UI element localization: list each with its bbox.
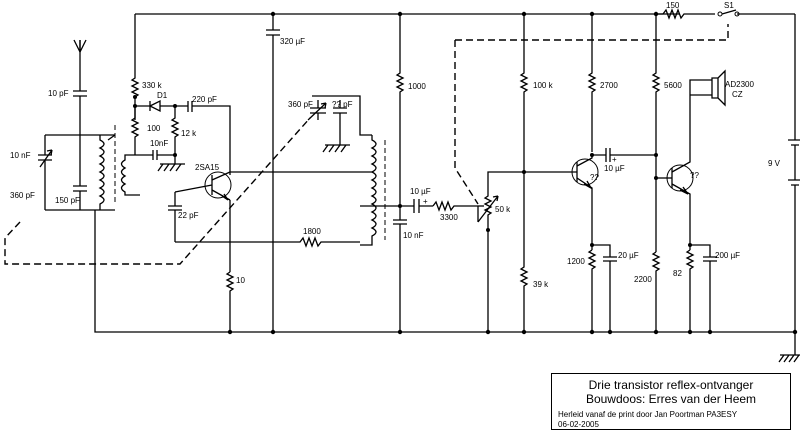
wire-pot-to-q2 <box>487 171 577 185</box>
title-line-2: Bouwdoos: Erres van der Heem <box>585 392 757 406</box>
switch-s1 <box>717 9 795 17</box>
label-r-3300: 3300 <box>440 213 458 222</box>
credit-line: Herleid vanaf de print door Jan Poortman… <box>558 410 738 419</box>
label-spk-l1: AD2300 <box>725 80 754 89</box>
label-c-320: 320 µF <box>280 37 305 46</box>
label-q3: ?? <box>690 171 699 180</box>
resistor-150 <box>656 8 715 20</box>
resistor-2700 <box>587 14 597 152</box>
label-q1: 2SA15 <box>195 163 220 172</box>
resistor-1200 <box>587 249 597 332</box>
label-c-20u: 20 µF <box>618 251 639 260</box>
label-c-trim: ?? pF <box>332 100 353 109</box>
label-r-12k: 12 k <box>181 129 197 138</box>
label-c-200u: 200 µF <box>715 251 740 260</box>
capacitor-10uf-b <box>592 148 656 162</box>
resistor-5600 <box>651 14 661 252</box>
label-r-5600: 5600 <box>664 81 682 90</box>
resistor-2200 <box>651 251 661 332</box>
label-s1: S1 <box>724 1 734 10</box>
antenna <box>73 39 87 85</box>
label-c-var2: 360 pF <box>288 100 313 109</box>
label-spk-l2: CZ <box>732 90 743 99</box>
resistor-1800 <box>175 236 360 248</box>
diode-d1 <box>135 99 175 113</box>
title-line-1: Drie transistor reflex-ontvanger <box>588 378 754 392</box>
label-pot-50k: 50 k <box>495 205 511 214</box>
label-c-220: 220 pF <box>192 95 217 104</box>
var-cap-arrow-1 <box>39 149 53 168</box>
capacitor-220pf <box>175 101 231 175</box>
label-q2: ?? <box>590 173 599 182</box>
transistor-q1 <box>174 171 232 201</box>
label-batt: 9 V <box>768 159 781 168</box>
label-r-2200: 2200 <box>634 275 652 284</box>
speaker <box>689 69 726 107</box>
label-r-1800: 1800 <box>303 227 321 236</box>
capacitor-200uf <box>690 244 717 332</box>
capacitor-20uf <box>592 244 617 332</box>
resistor-82 <box>685 249 695 332</box>
label-r-330k: 330 k <box>142 81 163 90</box>
label-r-82: 82 <box>673 269 682 278</box>
resistor-3300 <box>432 200 478 212</box>
label-c-ant: 10 pF <box>48 89 69 98</box>
capacitor-10uf-a <box>413 199 433 213</box>
gang-link-tuning <box>4 117 311 265</box>
capacitor-10nf-b <box>393 206 407 332</box>
capacitor-320uf <box>266 14 280 332</box>
label-c-var1: 360 pF <box>10 191 35 200</box>
label-c-150: 150 pF <box>55 196 80 205</box>
label-c-10u-a: 10 µF <box>410 187 431 196</box>
label-r-100: 100 <box>147 124 161 133</box>
capacitor-10nf-bias <box>135 150 185 172</box>
tuning-capacitor-2 <box>307 95 372 153</box>
label-c-tune: 10 nF <box>10 151 31 160</box>
battery-9v <box>788 14 800 355</box>
label-r-1000: 1000 <box>408 82 426 91</box>
capacitor-antenna <box>73 85 87 135</box>
transistor-q3 <box>666 95 694 250</box>
capacitor-22pf <box>168 192 182 242</box>
label-r-150: 150 <box>666 1 680 10</box>
svg-text:+: + <box>612 155 617 164</box>
label-r-2700: 2700 <box>600 81 618 90</box>
title-block: Drie transistor reflex-ontvanger Bouwdoo… <box>551 373 791 430</box>
gang-link-switch <box>454 24 729 205</box>
label-r-10: 10 <box>236 276 245 285</box>
resistor-100k <box>519 14 529 332</box>
label-c-22: 22 pF <box>178 211 199 220</box>
coil-if <box>360 135 386 246</box>
resistor-1000 <box>395 14 405 206</box>
label-r-100k: 100 k <box>533 81 554 90</box>
label-c-10u-b: 10 µF <box>604 164 625 173</box>
resistor-100 <box>130 106 140 155</box>
input-tank <box>38 125 116 211</box>
resistor-10 <box>225 271 235 332</box>
label-r-1200: 1200 <box>567 257 585 266</box>
ground-symbol <box>778 354 800 363</box>
resistor-12k <box>170 106 180 155</box>
potentiometer-50k <box>477 185 499 332</box>
label-c-10n: 10nF <box>150 139 168 148</box>
label-r-39k: 39 k <box>533 280 549 289</box>
date-line: 06-02-2005 <box>558 420 599 429</box>
label-c-10n-b: 10 nF <box>403 231 424 240</box>
coil-l2 <box>120 154 140 196</box>
label-d1: D1 <box>157 91 168 100</box>
transistor-q2 <box>571 155 599 250</box>
bottom-rail <box>94 210 795 333</box>
svg-text:+: + <box>423 197 428 206</box>
